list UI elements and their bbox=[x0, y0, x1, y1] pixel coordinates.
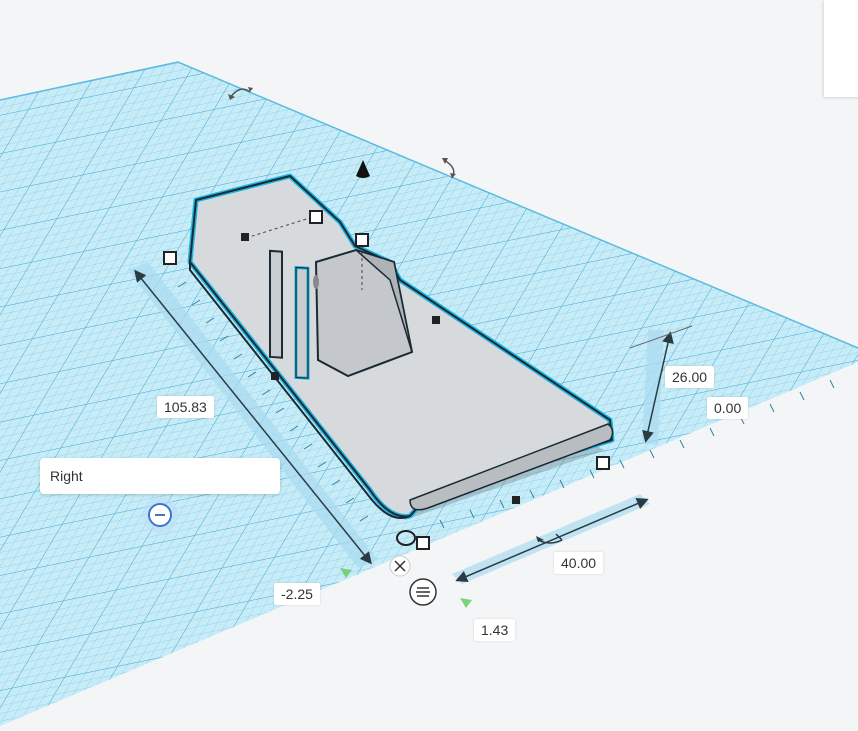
square-handle-icon[interactable] bbox=[163, 251, 177, 265]
width-value[interactable]: 40.00 bbox=[554, 552, 604, 574]
mid-handle[interactable] bbox=[512, 496, 520, 504]
offset-x-value[interactable]: -2.25 bbox=[274, 583, 320, 605]
view-hint-tooltip: Right bbox=[40, 458, 280, 494]
square-handle-icon[interactable] bbox=[309, 210, 323, 224]
offset-y-value[interactable]: 1.43 bbox=[474, 619, 516, 641]
side-panel[interactable] bbox=[824, 0, 858, 97]
length-value[interactable]: 105.83 bbox=[157, 396, 214, 418]
width-dimension-arrow bbox=[455, 498, 649, 582]
minus-circle-icon[interactable] bbox=[142, 497, 178, 533]
length-dimension-arrow bbox=[134, 269, 372, 565]
square-handle-icon[interactable] bbox=[596, 456, 610, 470]
snap-marker bbox=[460, 598, 472, 608]
square-handle-icon[interactable] bbox=[416, 536, 430, 550]
mid-handle[interactable] bbox=[432, 316, 440, 324]
circle-handle[interactable] bbox=[396, 530, 416, 546]
rotate-arrow-icon[interactable] bbox=[442, 158, 456, 179]
mid-handle[interactable] bbox=[241, 233, 249, 241]
elevation-value[interactable]: 0.00 bbox=[707, 397, 749, 419]
mid-handle[interactable] bbox=[271, 372, 279, 380]
height-reference-line bbox=[629, 325, 693, 349]
height-dimension-arrow bbox=[642, 331, 674, 443]
snap-marker bbox=[340, 568, 352, 578]
bbox-line bbox=[245, 215, 317, 239]
close-icon[interactable] bbox=[389, 555, 411, 577]
square-handle-icon[interactable] bbox=[355, 233, 369, 247]
height-value[interactable]: 26.00 bbox=[665, 366, 715, 388]
rotate-arrow-icon[interactable] bbox=[536, 533, 563, 544]
menu-circle-icon[interactable] bbox=[409, 578, 437, 606]
cone-icon[interactable] bbox=[356, 160, 370, 178]
rotate-arrow-icon[interactable] bbox=[228, 87, 253, 100]
